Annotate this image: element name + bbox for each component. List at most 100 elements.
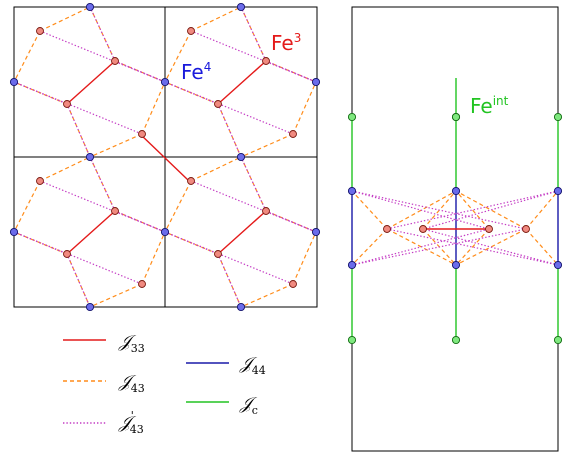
atom-fe3 [419,225,427,233]
bond-j33 [217,60,267,105]
atom-fe3 [138,280,146,288]
atom-fe4 [347,186,357,196]
legend-label-j33: 𝒥33 [118,332,145,355]
bond-j43 [455,228,527,266]
atom-fe4 [347,260,357,270]
bond-j43 [292,81,317,135]
bond-j43p [164,81,294,135]
bond-j43p [39,180,166,233]
bonds-layer [13,6,559,340]
atom-fe3 [522,225,530,233]
bond-j43 [13,180,41,233]
bond-j43 [39,156,91,182]
atom-fe3 [383,225,391,233]
bond-j43 [386,190,457,230]
atom-fe4 [85,152,95,162]
bond-j43 [141,81,166,135]
bond-j43 [240,156,267,212]
legend-label-jc: 𝒥c [239,394,258,417]
atom-fe4 [236,2,246,12]
atom-fe3 [187,177,195,185]
bond-j43 [525,190,559,230]
bond-j43 [217,253,242,308]
bond-j43 [240,133,294,158]
bond-j43 [351,228,388,266]
bond-j43 [455,190,490,230]
atom-fe3 [187,27,195,35]
atom-feint [553,112,563,122]
bond-j43p [66,253,91,308]
bond-j43 [190,156,242,182]
bond-j43p [422,190,559,230]
atom-fe3 [214,250,222,258]
bond-j43 [39,6,91,32]
atom-fe4 [451,186,461,196]
bond-j43 [164,180,192,233]
bond-j43 [66,253,91,308]
atom-fe4 [9,227,19,237]
atom-fe4 [160,77,170,87]
bond-j43p [351,190,527,230]
bond-j43p [164,231,294,285]
bond-j33 [66,60,116,105]
bond-j43p [217,253,242,308]
bond-j43p [386,190,559,230]
bond-j43 [141,231,166,285]
atom-fe4 [451,260,461,270]
label-fe3: Fe3 [271,31,301,55]
bond-j43 [13,30,41,83]
atom-fe4 [236,302,246,312]
bond-j43p [422,228,559,266]
bond-j43p [13,231,143,285]
atom-fe4 [85,302,95,312]
atom-fe3 [138,130,146,138]
legend-item-j43: 𝒥43 [63,372,145,395]
legend-item-j44: 𝒥44 [186,354,266,377]
bond-j33 [217,210,267,255]
bond-j43 [89,133,143,158]
legend-item-j33: 𝒥33 [63,332,145,355]
bond-j43 [217,103,242,158]
atom-fe4 [236,152,246,162]
bond-j43 [66,103,91,158]
atom-feint [347,112,357,122]
bond-j43p [190,180,317,233]
bond-j43 [422,190,457,230]
bond-j43 [89,6,116,62]
bond-j43p [217,103,242,158]
atom-fe3 [63,250,71,258]
bond-j43p [39,30,166,83]
bond-j43 [455,190,527,230]
legend-label-j44: 𝒥44 [239,354,266,377]
bond-j43p [13,81,143,135]
bond-j43 [525,228,559,266]
bond-j43 [240,283,294,308]
legend-item-j43-prime: 𝒥'43 [63,409,144,436]
atom-fe3 [63,100,71,108]
atoms-layer [9,2,563,345]
bond-j43p [190,30,317,83]
atom-fe4 [311,77,321,87]
legend-label-j43: 𝒥43 [118,372,145,395]
atom-feint [451,335,461,345]
bond-j43 [190,6,242,32]
atom-fe4 [311,227,321,237]
atom-fe4 [553,186,563,196]
atom-fe4 [160,227,170,237]
label-fe4: Fe4 [181,60,211,84]
bond-j43p [351,228,527,266]
atom-feint [553,335,563,345]
atom-fe3 [262,207,270,215]
atom-fe3 [485,225,493,233]
bond-j43p [66,103,91,158]
atom-fe3 [111,57,119,65]
atom-fe4 [553,260,563,270]
atom-feint [451,112,461,122]
bond-j33 [66,210,116,255]
label-feint: Feint [470,94,509,118]
bond-j33-centre [138,132,189,181]
atom-fe4 [85,2,95,12]
bond-j43 [164,30,192,83]
atom-feint [347,335,357,345]
